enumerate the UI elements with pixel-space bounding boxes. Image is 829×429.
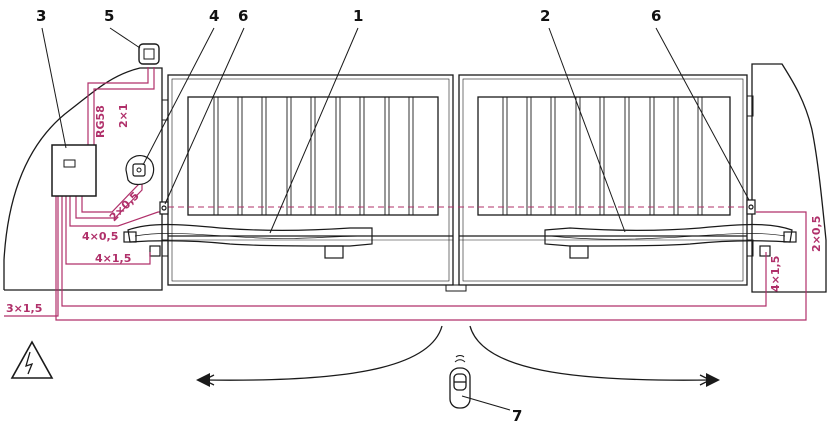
cable-label-4x15-right: 4×1,5 [769,256,782,292]
high-voltage-icon [10,340,54,379]
callout-5: 5 [104,7,114,25]
left-wall [3,67,163,291]
callout-6-left: 6 [238,7,248,25]
callout-7: 7 [512,407,522,425]
right-arrowhead [706,373,720,387]
right-wall [751,63,827,293]
callout-4: 4 [209,7,219,25]
left-arrowhead [196,373,210,387]
gate-center-stop [445,284,467,292]
wiring [4,67,807,321]
cable-label-rg58: RG58 [94,105,107,138]
control-unit-icon [51,144,97,197]
key-selector-icon [125,155,155,186]
cable-label-2x1: 2×1 [117,103,130,128]
cable-label-4x05: 4×0,5 [82,230,118,243]
photocell-icon [159,199,756,215]
left-gate-operator [123,223,373,259]
antenna-icon [138,43,160,65]
right-gate-leaf [458,74,748,286]
callout-2: 2 [540,7,550,25]
cable-label-4x15-left: 4×1,5 [95,252,131,265]
gate-hinges [161,95,754,257]
right-gate-operator [544,223,797,259]
callout-1: 1 [353,7,363,25]
remote-control-icon [449,355,511,411]
left-gate-leaf [167,74,454,286]
callout-3: 3 [36,7,46,25]
cable-label-3x15: 3×1,5 [6,302,42,315]
callout-6-right: 6 [651,7,661,25]
callout-leaders [41,27,750,234]
cable-label-2x05-right: 2×0,5 [810,216,823,252]
